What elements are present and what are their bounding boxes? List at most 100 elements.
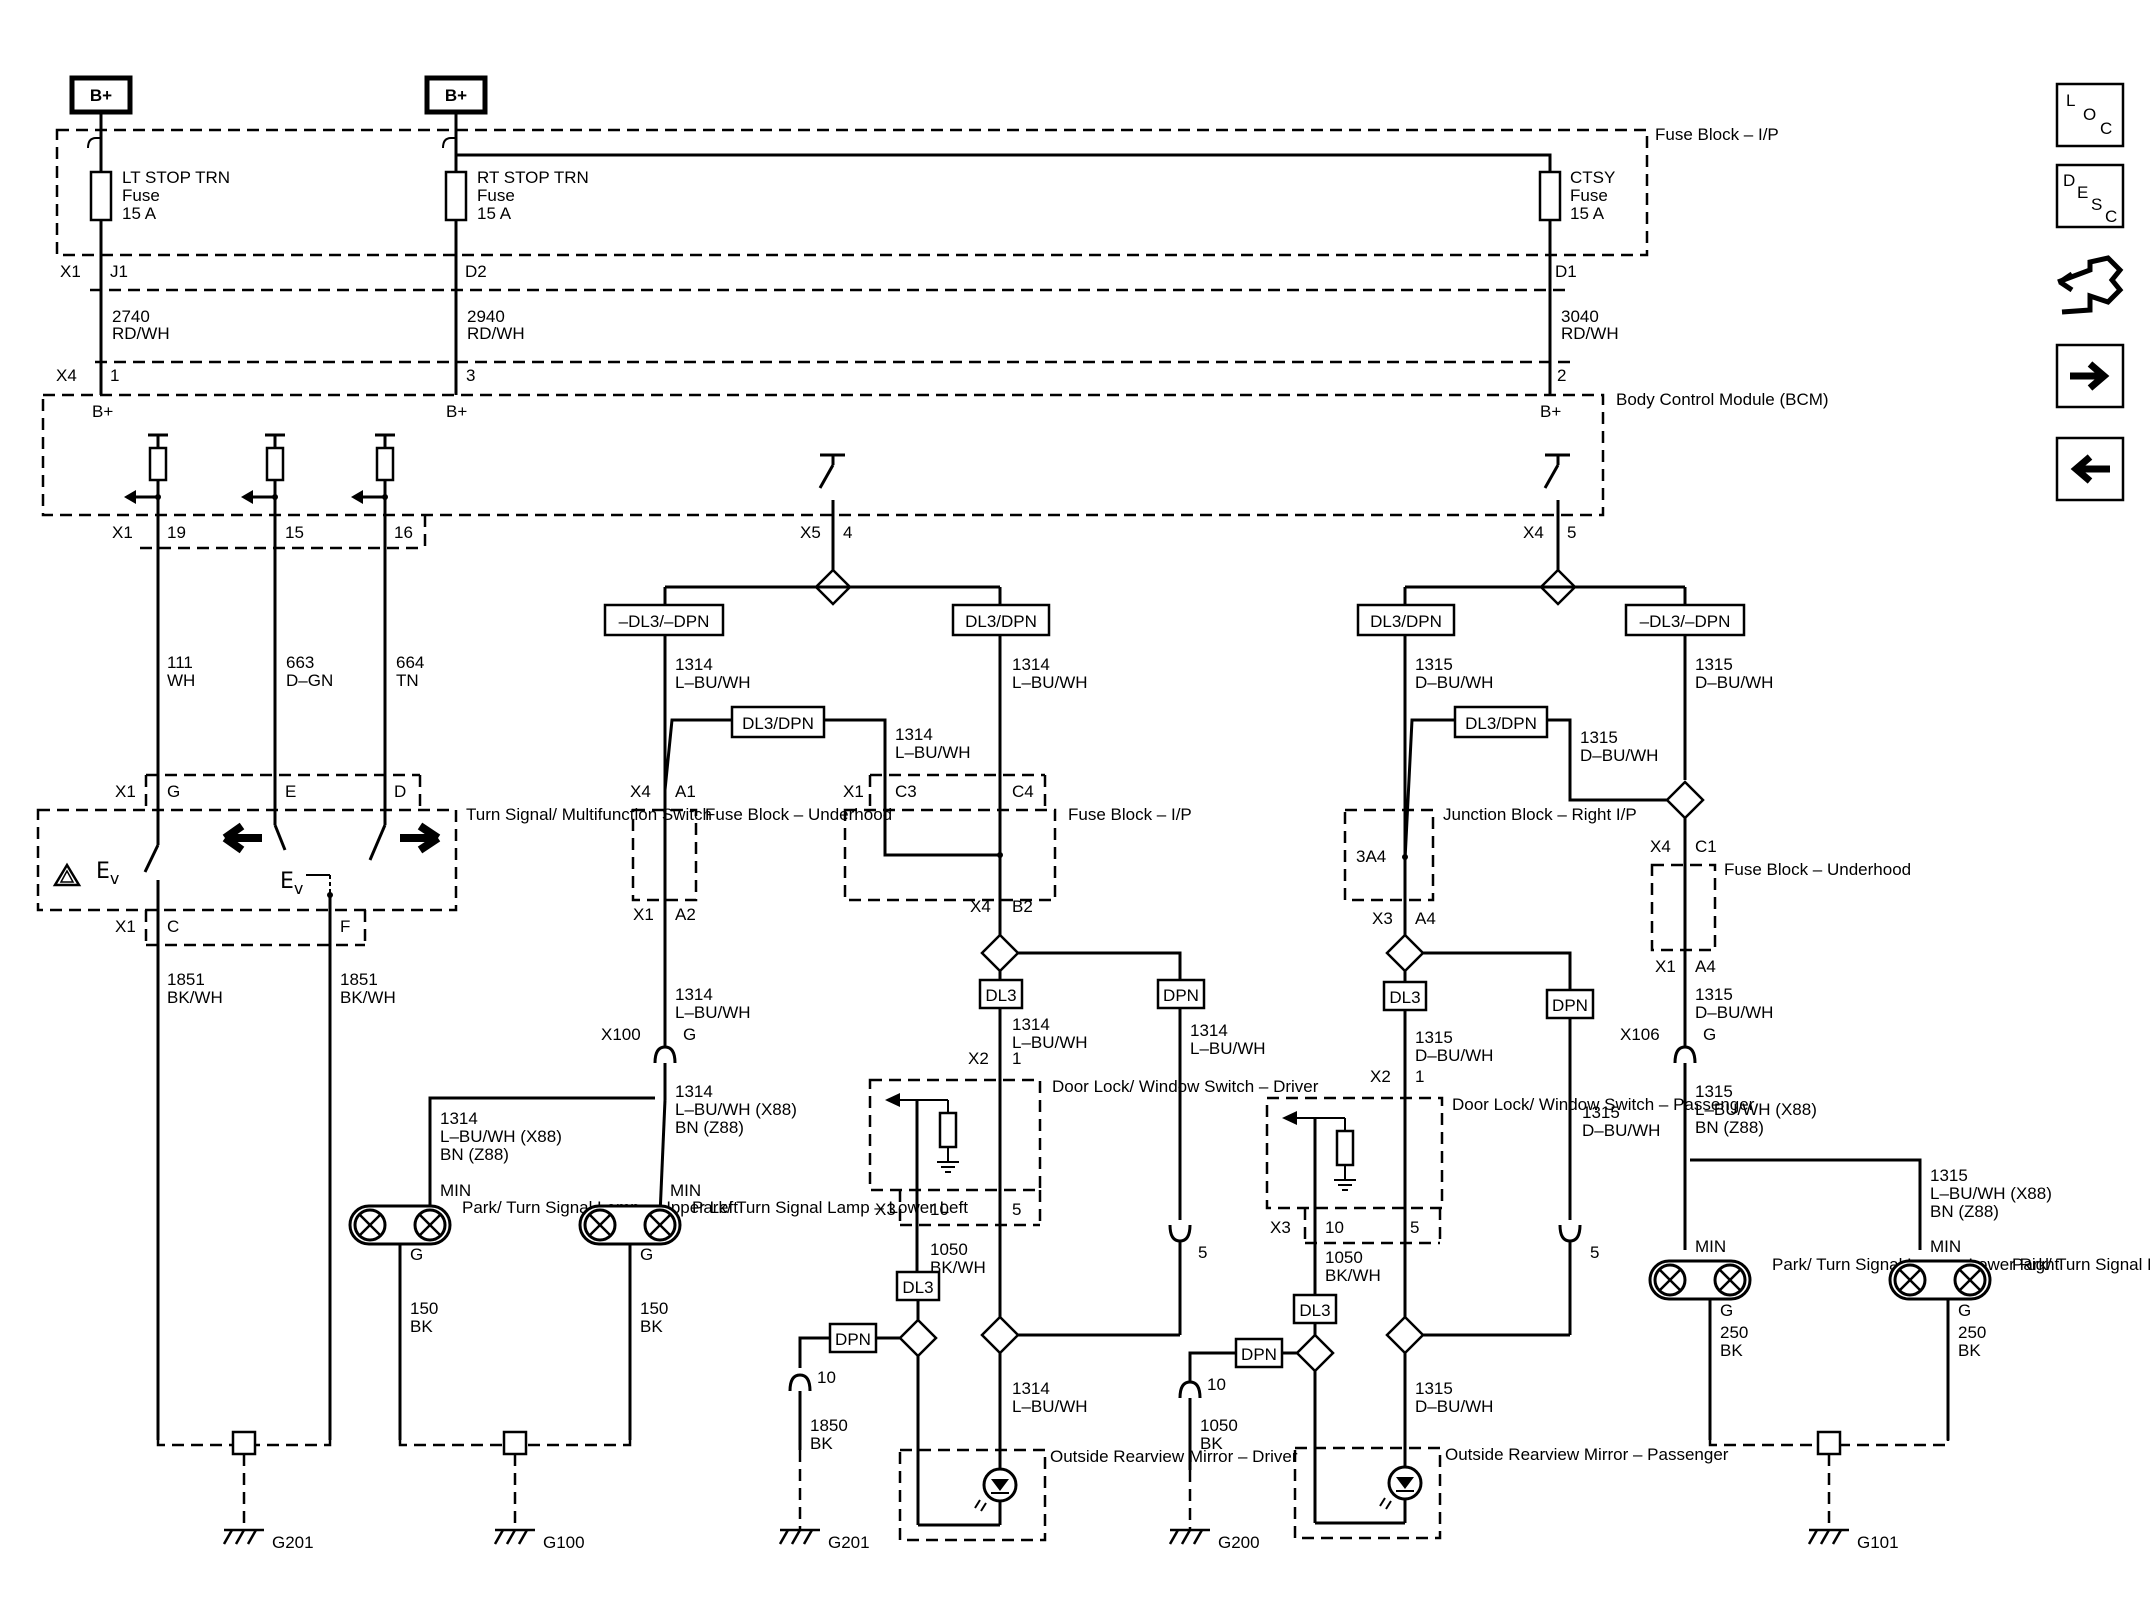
svg-text:L–BU/WH (X88): L–BU/WH (X88) — [1695, 1100, 1817, 1119]
svg-text:Park/ Turn Signal Lamp – Upper: Park/ Turn Signal Lamp – Upper Right — [2012, 1255, 2150, 1274]
bcm-door-lock-outputs — [818, 453, 1570, 570]
fuse-rt-stop-trn: RT STOP TRN Fuse 15 A — [442, 137, 589, 223]
svg-text:1314: 1314 — [1190, 1021, 1228, 1040]
description-icon[interactable]: D E S C — [2055, 163, 2125, 229]
svg-text:Door Lock/ Window Switch – Dri: Door Lock/ Window Switch – Driver — [1052, 1077, 1319, 1096]
svg-text:D–BU/WH: D–BU/WH — [1580, 746, 1658, 765]
svg-text:G: G — [1720, 1301, 1733, 1320]
svg-text:X2: X2 — [968, 1049, 989, 1068]
bcm-box — [41, 393, 1605, 517]
ground-g101: G101 — [1857, 1533, 1899, 1552]
svg-text:D–BU/WH: D–BU/WH — [1415, 1397, 1493, 1416]
svg-text:X3: X3 — [875, 1200, 896, 1219]
svg-text:A4: A4 — [1415, 909, 1436, 928]
next-arrow-icon[interactable] — [2055, 343, 2125, 409]
svg-text:X1: X1 — [1655, 957, 1676, 976]
svg-text:664: 664 — [396, 653, 424, 672]
svg-text:C: C — [2100, 119, 2112, 138]
turn-switch-box — [36, 808, 458, 912]
svg-text:Fuse: Fuse — [477, 186, 515, 205]
svg-text:DL3: DL3 — [1389, 988, 1420, 1007]
svg-text:B+: B+ — [92, 402, 113, 421]
svg-text:1315: 1315 — [1580, 728, 1618, 747]
svg-text:X2: X2 — [1370, 1067, 1391, 1086]
svg-text:1: 1 — [1012, 1049, 1021, 1068]
svg-text:DPN: DPN — [1552, 996, 1588, 1015]
svg-text:G: G — [1703, 1025, 1716, 1044]
svg-text:D1: D1 — [1555, 262, 1577, 281]
svg-text:B2: B2 — [1012, 897, 1033, 916]
svg-text:DL3/DPN: DL3/DPN — [742, 714, 814, 733]
svg-text:D: D — [394, 782, 406, 801]
svg-text:BN (Z88): BN (Z88) — [675, 1118, 744, 1137]
svg-text:B+: B+ — [1540, 402, 1561, 421]
svg-text:X1: X1 — [115, 782, 136, 801]
fuse-lt-stop-trn: LT STOP TRN Fuse 15 A — [87, 137, 230, 223]
svg-text:RD/WH: RD/WH — [1561, 324, 1619, 343]
svg-text:1050: 1050 — [930, 1240, 968, 1259]
svg-text:DPN: DPN — [1241, 1345, 1277, 1364]
svg-text:BK: BK — [1200, 1434, 1223, 1453]
svg-text:BK: BK — [810, 1434, 833, 1453]
svg-text:X3: X3 — [1270, 1218, 1291, 1237]
svg-text:1315: 1315 — [1930, 1166, 1968, 1185]
svg-text:BK/WH: BK/WH — [1325, 1266, 1381, 1285]
svg-text:10: 10 — [817, 1368, 836, 1387]
svg-text:L–BU/WH: L–BU/WH — [675, 673, 751, 692]
svg-text:19: 19 — [167, 523, 186, 542]
svg-text:1314: 1314 — [895, 725, 933, 744]
hazard-ev-mark: Ev — [96, 859, 119, 888]
svg-text:C: C — [2105, 207, 2117, 226]
svg-text:X106: X106 — [1620, 1025, 1660, 1044]
svg-text:Fuse: Fuse — [1570, 186, 1608, 205]
svg-text:X4: X4 — [1650, 837, 1671, 856]
mirror-driver-box — [898, 1448, 1047, 1542]
svg-text:5: 5 — [1198, 1243, 1207, 1262]
svg-text:MIN: MIN — [1695, 1237, 1726, 1256]
svg-text:1315: 1315 — [1415, 655, 1453, 674]
svg-text:O: O — [2083, 105, 2096, 124]
svg-text:2940: 2940 — [467, 307, 505, 326]
svg-text:–DL3/–DPN: –DL3/–DPN — [619, 612, 710, 631]
svg-text:DL3/DPN: DL3/DPN — [1370, 612, 1442, 631]
svg-text:Outside Rearview Mirror – Driv: Outside Rearview Mirror – Driver — [1050, 1447, 1298, 1466]
svg-text:D–BU/WH: D–BU/WH — [1415, 673, 1493, 692]
svg-text:DL3: DL3 — [902, 1278, 933, 1297]
svg-text:B+: B+ — [445, 86, 467, 105]
svg-text:111: 111 — [167, 653, 193, 672]
svg-text:L–BU/WH (X88): L–BU/WH (X88) — [1930, 1184, 2052, 1203]
svg-text:BK/WH: BK/WH — [930, 1258, 986, 1277]
fuse-ctsy: CTSY Fuse 15 A — [1538, 168, 1615, 223]
svg-text:G: G — [683, 1025, 696, 1044]
svg-text:D: D — [2063, 171, 2075, 190]
svg-text:2: 2 — [1557, 366, 1566, 385]
switch-driver-internals — [885, 1093, 959, 1280]
svg-text:RD/WH: RD/WH — [112, 324, 170, 343]
svg-text:D–BU/WH: D–BU/WH — [1695, 673, 1773, 692]
svg-text:1315: 1315 — [1415, 1379, 1453, 1398]
svg-text:X3: X3 — [1372, 909, 1393, 928]
svg-text:5: 5 — [1012, 1200, 1021, 1219]
svg-text:1851: 1851 — [340, 970, 378, 989]
svg-text:3: 3 — [466, 366, 475, 385]
svg-text:10: 10 — [930, 1200, 949, 1219]
svg-text:MIN: MIN — [1930, 1237, 1961, 1256]
svg-text:TN: TN — [396, 671, 419, 690]
mirror-passenger-box — [1293, 1446, 1442, 1540]
ground-g201-left: G201 — [272, 1533, 314, 1552]
svg-text:X1: X1 — [112, 523, 133, 542]
ground-g200: G200 — [1218, 1533, 1260, 1552]
svg-text:C1: C1 — [1695, 837, 1717, 856]
svg-text:L–BU/WH (X88): L–BU/WH (X88) — [440, 1127, 562, 1146]
svg-text:BK/WH: BK/WH — [340, 988, 396, 1007]
svg-text:1315: 1315 — [1582, 1103, 1620, 1122]
bcm-label: Body Control Module (BCM) — [1616, 390, 1829, 409]
svg-text:4: 4 — [843, 523, 852, 542]
previous-arrow-icon[interactable] — [2055, 436, 2125, 502]
svg-text:A4: A4 — [1695, 957, 1716, 976]
connector-icon[interactable] — [2057, 255, 2124, 315]
component-locator-icon[interactable]: L O C — [2055, 82, 2125, 148]
svg-text:G: G — [640, 1245, 653, 1264]
svg-text:CTSY: CTSY — [1570, 168, 1615, 187]
